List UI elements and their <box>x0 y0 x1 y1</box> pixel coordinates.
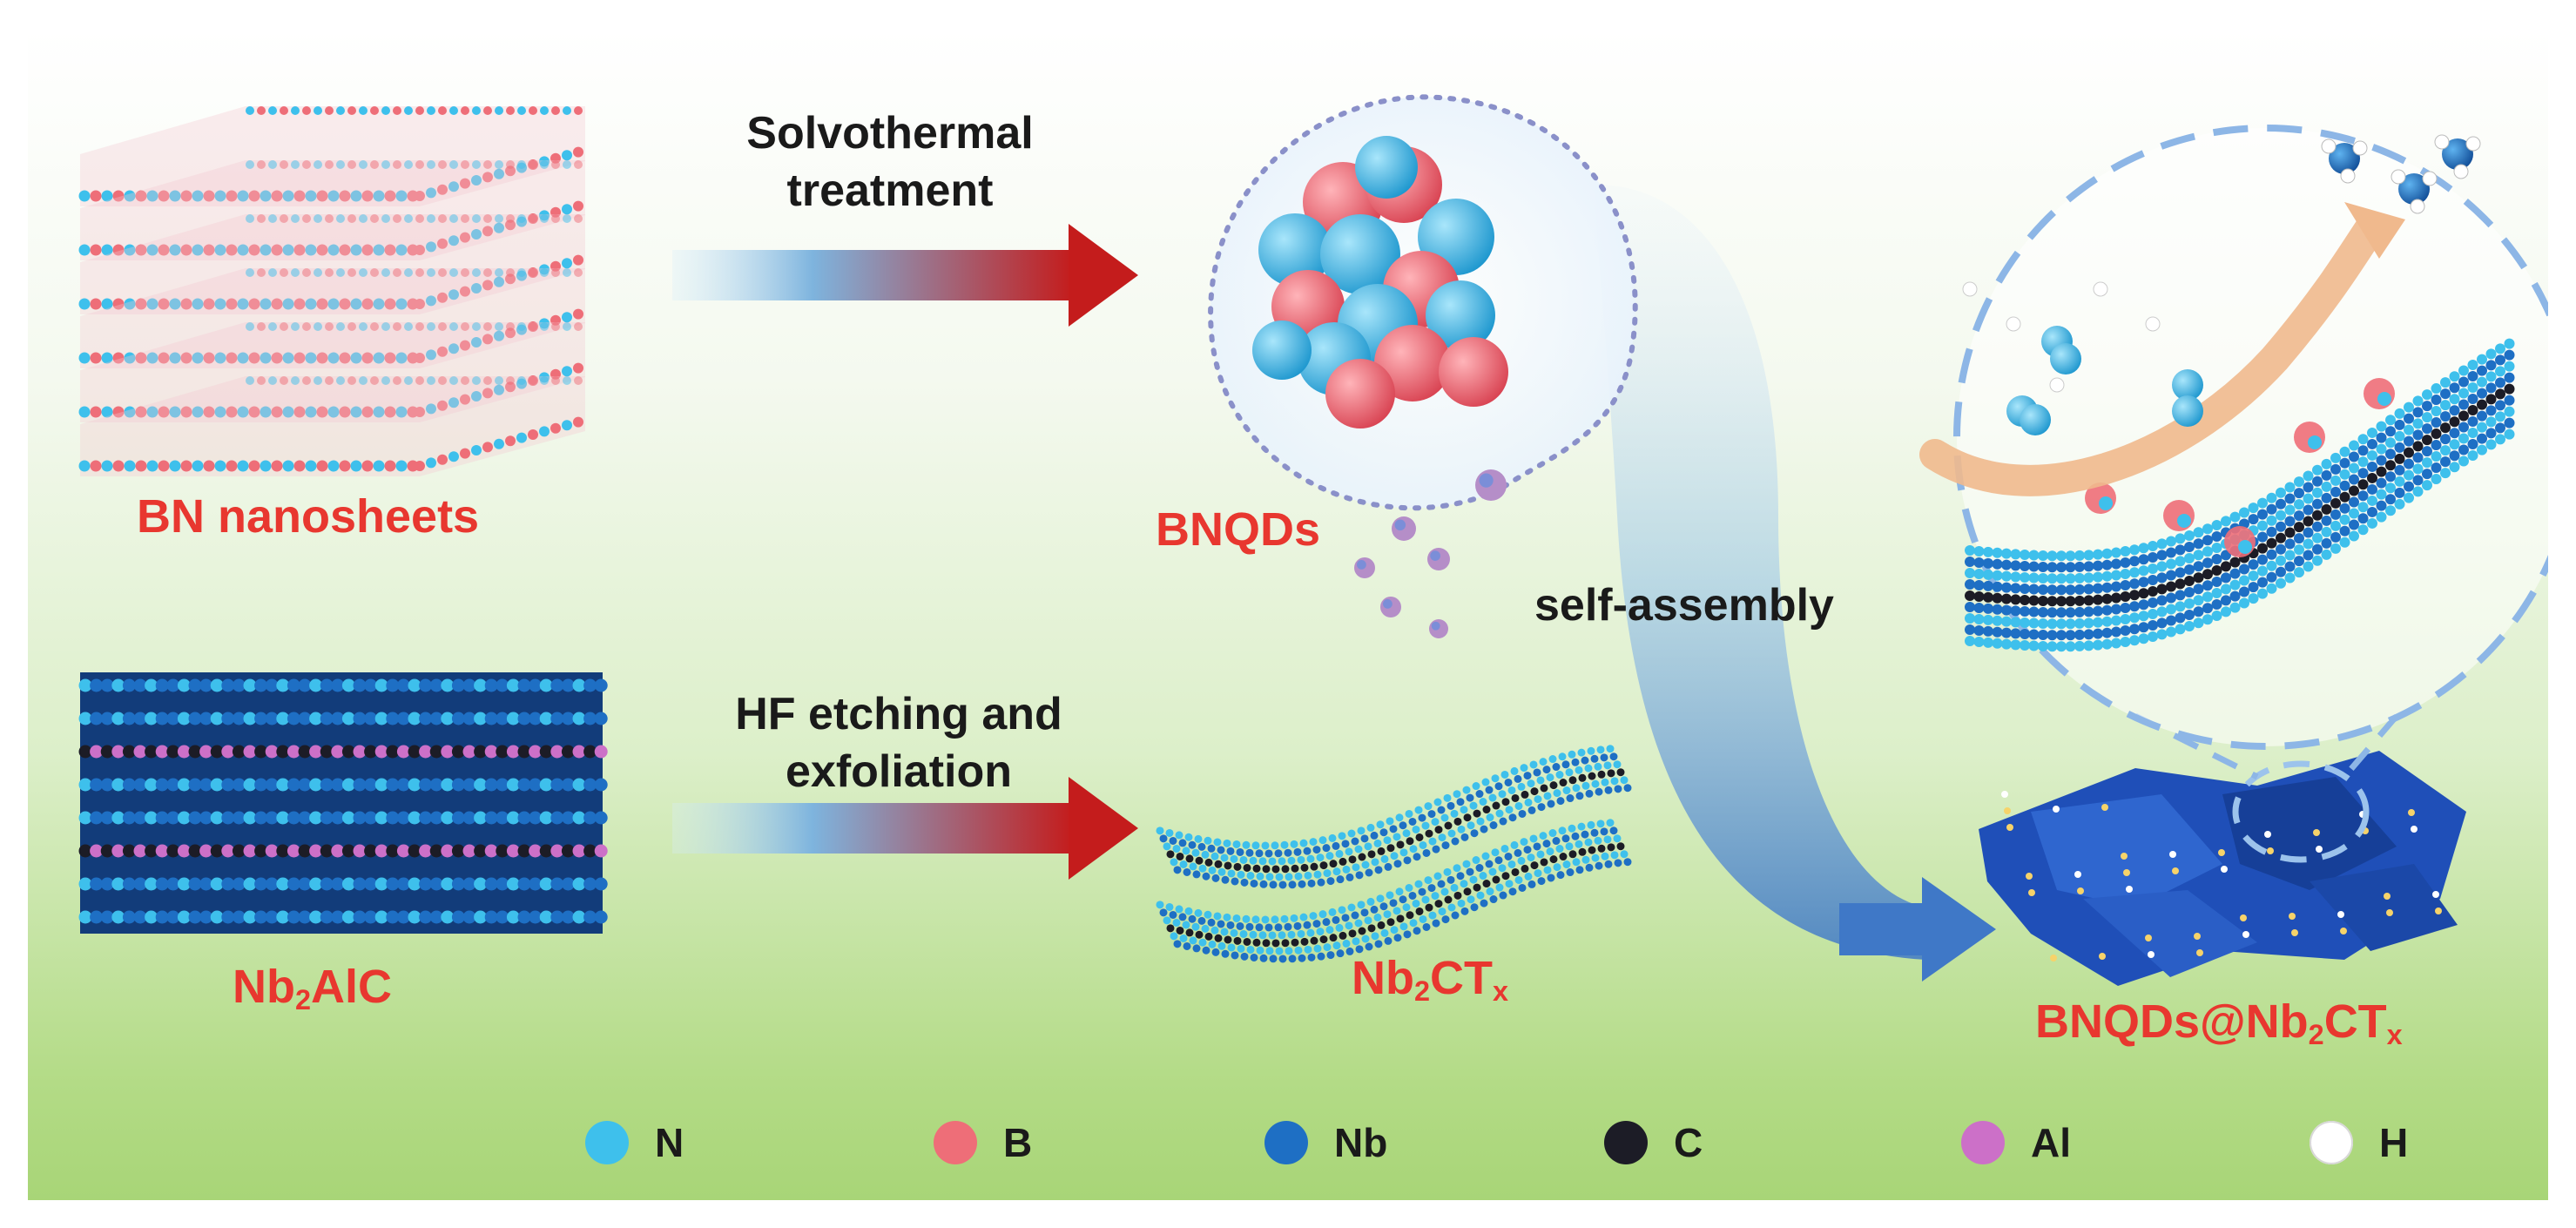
legend-label: Nb <box>1334 1120 1388 1165</box>
legend-item-c: C <box>1604 1108 1703 1177</box>
legend-label: B <box>1003 1120 1033 1165</box>
bn-nanosheets-label: BN nanosheets <box>137 490 480 543</box>
zoom-circle <box>1919 125 2548 780</box>
legend-swatch <box>934 1121 977 1164</box>
legend-item-h: H <box>2310 1108 2408 1177</box>
solvothermal-arrow <box>672 224 1138 327</box>
legend-label: C <box>1674 1120 1703 1165</box>
nb2alc-label: Nb2AlC <box>233 961 392 1016</box>
nb2ctx-label: Nb2CTx <box>1352 952 1508 1008</box>
bnqds-label: BNQDs <box>1156 503 1321 556</box>
product-label: BNQDs@Nb2CTx <box>2035 995 2403 1051</box>
legend-swatch <box>1264 1121 1308 1164</box>
legend-label: H <box>2379 1120 2409 1165</box>
legend-label: Al <box>2031 1120 2071 1165</box>
synthesis-scheme <box>78 94 2548 986</box>
bnqd-particles <box>1354 469 1507 638</box>
self-assembly-label: self-assembly <box>1534 580 1834 631</box>
bnqd-zoom-bubble <box>1208 94 1638 511</box>
legend-item-al: Al <box>1961 1108 2071 1177</box>
bn-nanosheets-block <box>78 106 585 476</box>
legend-item-b: B <box>934 1108 1032 1177</box>
legend-item-nb: Nb <box>1264 1108 1387 1177</box>
legend-label: N <box>655 1120 684 1165</box>
product-sheets <box>1979 751 2466 986</box>
legend-swatch <box>2310 1121 2353 1164</box>
hf-etching-arrow <box>672 777 1138 880</box>
legend-item-n: N <box>585 1108 684 1177</box>
nb2ctx-sheets <box>1156 745 1632 963</box>
nb2alc-block <box>78 672 608 934</box>
element-legend: N B Nb C Al H <box>28 1108 2548 1177</box>
self-assembly-arrow <box>1595 185 1996 982</box>
diagram-canvas: BN nanosheets Nb2AlC BNQDs Nb2CTx BNQDs@… <box>28 28 2548 1200</box>
legend-swatch <box>585 1121 629 1164</box>
legend-swatch <box>1961 1121 2005 1164</box>
legend-swatch <box>1604 1121 1648 1164</box>
